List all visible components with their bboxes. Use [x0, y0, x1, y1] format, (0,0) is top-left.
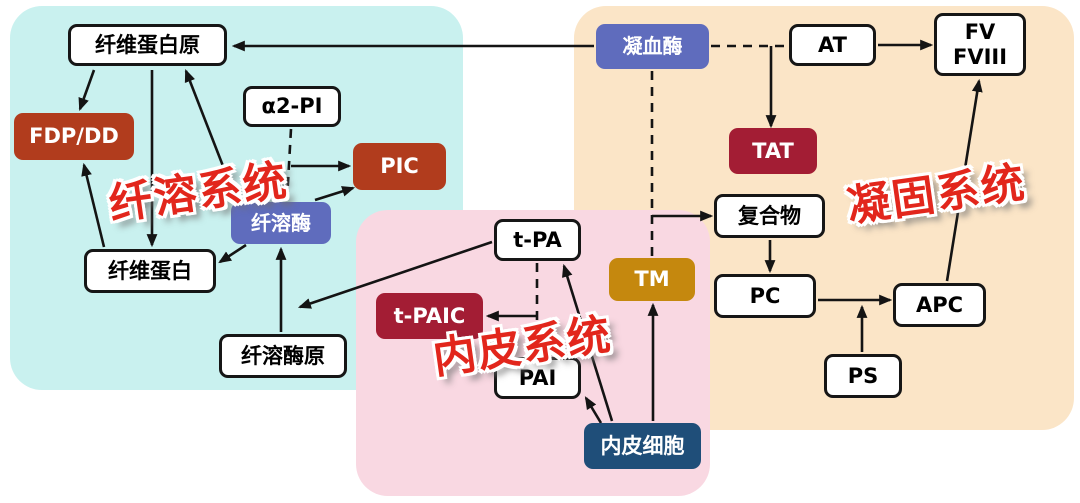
- node-thrombin: 凝血酶: [596, 24, 709, 69]
- node-pc: PC: [714, 274, 816, 318]
- node-fv-fviii-line1: FV: [964, 20, 996, 45]
- node-a2-pi: α2-PI: [243, 86, 341, 127]
- node-ps: PS: [824, 354, 902, 398]
- node-complex: 复合物: [714, 194, 825, 238]
- node-fv-fviii-line2: FVIII: [952, 44, 1008, 69]
- node-apc: APC: [893, 283, 986, 327]
- node-plasmin: 纤溶酶: [231, 202, 331, 244]
- node-pic: PIC: [353, 143, 446, 190]
- node-t-pa: t-PA: [494, 219, 581, 261]
- node-plasminogen: 纤溶酶原: [219, 334, 347, 378]
- node-tat: TAT: [729, 128, 817, 174]
- node-fibrin: 纤维蛋白: [84, 249, 216, 293]
- node-fdp-dd: FDP/DD: [14, 113, 134, 160]
- node-at: AT: [789, 24, 876, 66]
- node-fibrinogen: 纤维蛋白原: [68, 24, 227, 66]
- node-endothelial-cell: 内皮细胞: [584, 423, 701, 469]
- node-tm: TM: [609, 258, 695, 301]
- node-fv-fviii: FV FVIII: [934, 13, 1026, 76]
